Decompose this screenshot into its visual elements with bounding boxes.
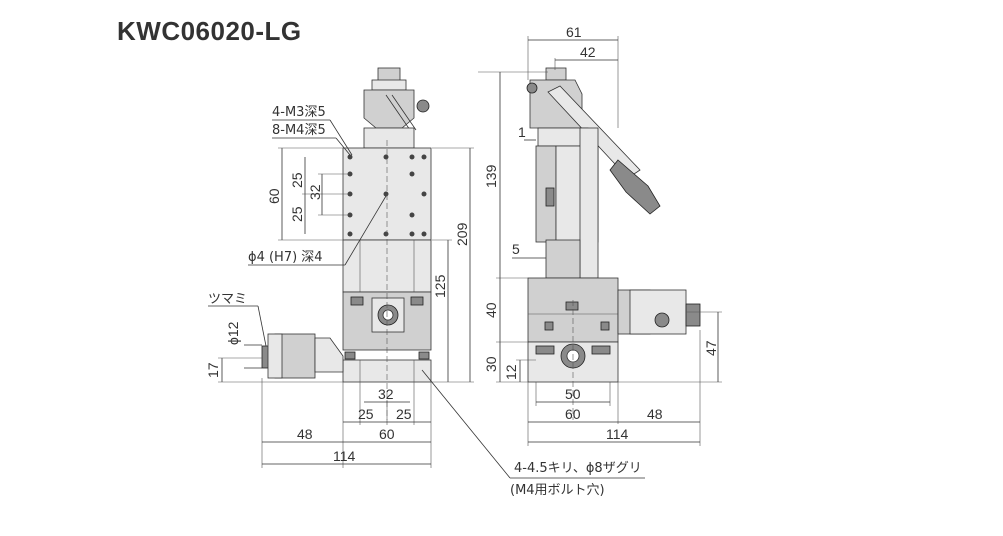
front-view (261, 67, 432, 420)
dim-60h: 60 (379, 426, 395, 442)
label-knob-dia: ϕ12 (225, 321, 241, 345)
dim-25a: 25 (289, 172, 305, 188)
front-lock-knob (416, 99, 430, 113)
dim-30: 30 (483, 356, 499, 372)
dim-25b: 25 (289, 206, 305, 222)
dim-32h: 32 (378, 386, 394, 402)
side-view (526, 67, 701, 420)
front-annotations: 4-M3深5 8-M4深5 ϕ4 (H7) 深4 ツマミ ϕ12 60 25 2… (205, 105, 645, 498)
dim-side-60: 60 (565, 406, 581, 422)
dim-side-114: 114 (606, 426, 629, 442)
dim-125: 125 (432, 274, 448, 298)
callout-line1: 4-4.5キリ、ϕ8ザグリ (514, 461, 642, 476)
dim-1: 1 (518, 124, 526, 140)
side-cable-connector (609, 159, 661, 215)
dim-25c: 25 (358, 406, 374, 422)
side-feed-knob (654, 312, 670, 328)
dim-47: 47 (703, 340, 719, 356)
drawing-title: KWC06020-LG (117, 16, 302, 46)
dim-48: 48 (297, 426, 313, 442)
label-m3: 4-M3深5 (272, 105, 326, 120)
side-top-screw (545, 67, 567, 81)
side-annotations: 61 42 1 139 5 40 30 12 47 (478, 24, 722, 446)
label-m4: 8-M4深5 (272, 123, 326, 138)
front-plate-holes (347, 154, 427, 237)
dim-side-48: 48 (647, 406, 663, 422)
front-tilt-head (363, 89, 415, 129)
front-neck (363, 127, 415, 149)
dim-17: 17 (205, 362, 221, 378)
dim-32v: 32 (307, 184, 323, 200)
dim-25d: 25 (396, 406, 412, 422)
dim-12: 12 (503, 364, 519, 380)
front-top-cap (371, 79, 407, 91)
label-knob: ツマミ (208, 292, 247, 307)
callout-line2: (M4用ボルト穴) (510, 483, 605, 498)
dim-42: 42 (580, 44, 596, 60)
dim-5: 5 (512, 241, 520, 257)
dim-114: 114 (333, 448, 356, 464)
dim-139: 139 (483, 164, 499, 188)
label-pin: ϕ4 (H7) 深4 (248, 250, 323, 265)
dim-50: 50 (565, 386, 581, 402)
dim-40: 40 (483, 302, 499, 318)
dim-60v: 60 (266, 188, 282, 204)
dim-61: 61 (566, 24, 582, 40)
dim-209: 209 (454, 222, 470, 246)
side-column (579, 127, 599, 279)
